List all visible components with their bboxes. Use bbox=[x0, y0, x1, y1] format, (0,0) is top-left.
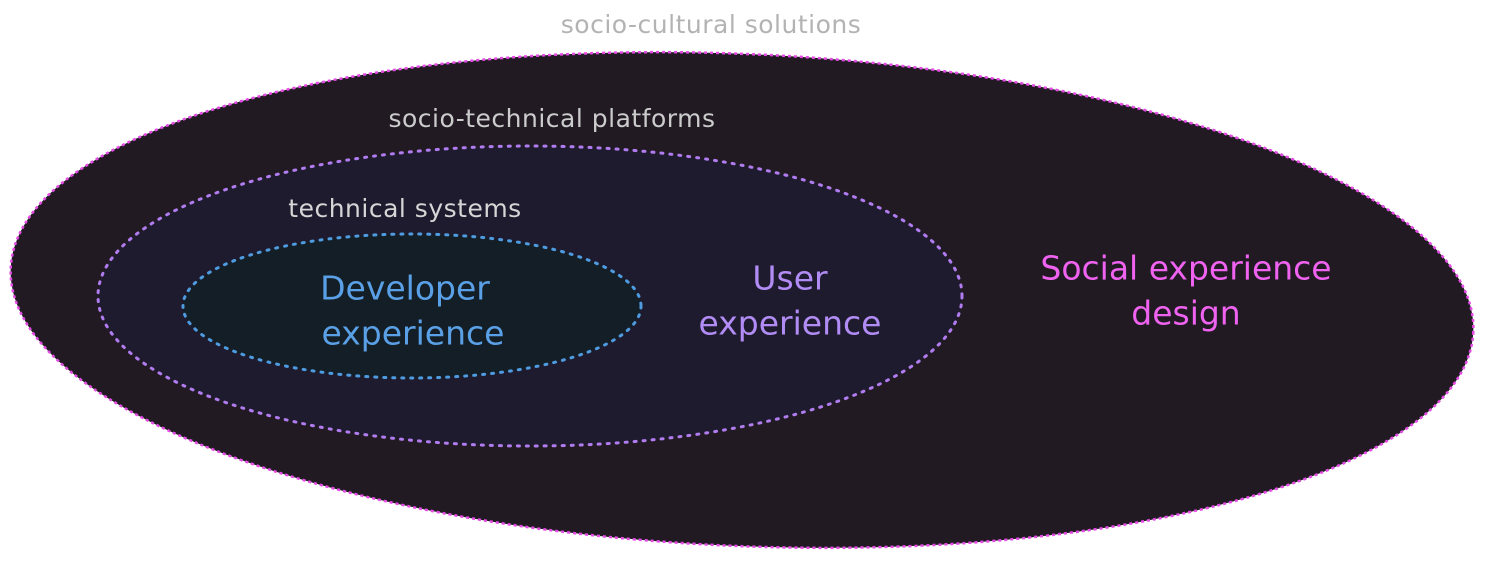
inner-ellipse-border bbox=[181, 232, 643, 380]
middle-ring-label: socio-technical platforms bbox=[388, 104, 715, 133]
developer-experience-line-2: experience bbox=[322, 314, 505, 353]
social-experience-design-line-2: design bbox=[1131, 294, 1240, 333]
middle-ellipse-border bbox=[96, 144, 964, 448]
outer-ellipse-border bbox=[9, 50, 1475, 550]
inner-ring-label: technical systems bbox=[288, 194, 521, 223]
user-experience-line-2: experience bbox=[699, 304, 882, 343]
outer-ring-label: socio-cultural solutions bbox=[561, 10, 862, 39]
user-experience-line-1: User bbox=[752, 259, 828, 298]
developer-experience-line-1: Developer bbox=[320, 269, 490, 308]
social-experience-design-line-1: Social experience bbox=[1040, 249, 1331, 288]
inner-ellipse bbox=[183, 234, 641, 378]
